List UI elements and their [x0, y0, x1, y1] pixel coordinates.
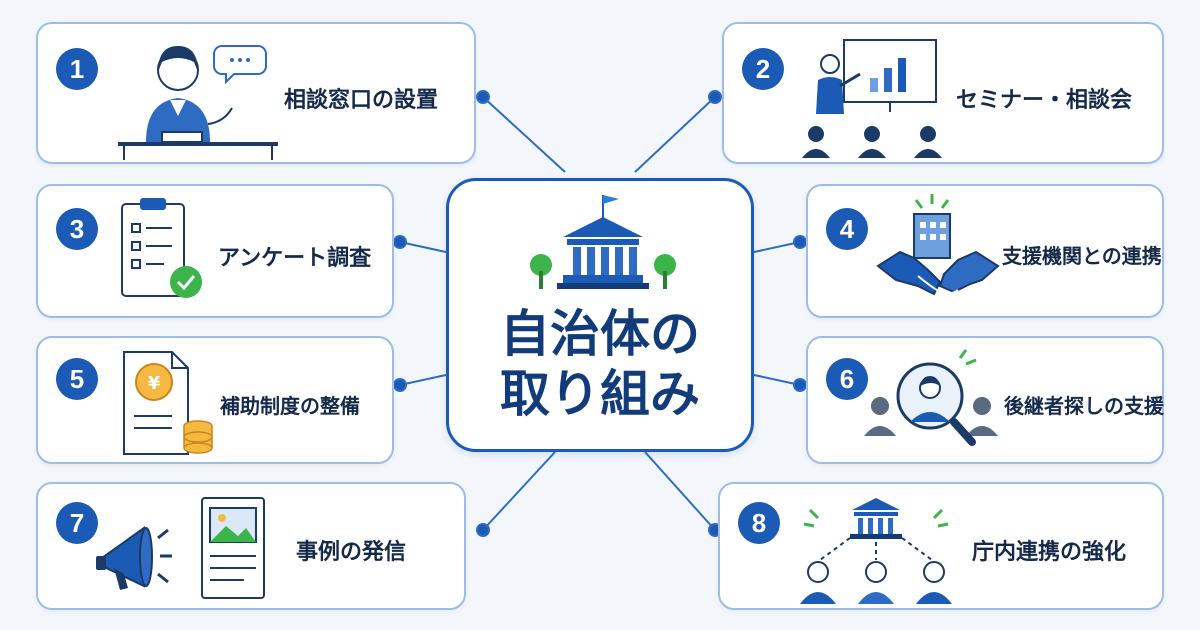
connector-3	[399, 241, 447, 253]
subsidy-document-icon: ¥	[123, 351, 213, 455]
connector-1	[482, 96, 566, 173]
card-case-publication: 7 事例の発信	[36, 482, 466, 610]
card-consultation-desk: 1 相談窓口の設置	[36, 22, 476, 164]
card-number-7: 7	[56, 502, 98, 544]
card-survey: 3 アンケート調査	[36, 184, 394, 318]
card-label-6: 後継者探しの支援	[1004, 394, 1164, 418]
card-number-2: 2	[742, 48, 784, 90]
svg-text:¥: ¥	[148, 373, 161, 394]
seminar-presentation-icon	[802, 39, 942, 158]
connector-dot-4	[793, 235, 807, 249]
survey-clipboard-icon	[121, 198, 202, 298]
card-number-5: 5	[56, 358, 98, 400]
city-hall-icon	[530, 195, 676, 289]
consultation-desk-icon	[118, 45, 278, 160]
connector-4	[753, 241, 801, 253]
card-label-1: 相談窓口の設置	[284, 88, 439, 113]
connector-dot-5	[393, 378, 407, 392]
connector-5	[399, 374, 447, 386]
connector-7	[482, 451, 556, 531]
megaphone-icon	[96, 526, 172, 590]
center-title-line1: 自治体の	[500, 305, 700, 363]
connector-dot-2	[708, 90, 722, 104]
card-successor-search: 6 後継者探しの支援	[806, 336, 1164, 464]
card-label-5: 補助制度の整備	[220, 394, 360, 418]
connector-2	[634, 96, 716, 173]
connector-6	[753, 374, 801, 386]
card-label-8: 庁内連携の強化	[972, 540, 1127, 565]
handshake-icon	[876, 194, 1000, 296]
case-document-icon	[201, 497, 265, 599]
connector-dot-3	[393, 235, 407, 249]
card-number-1: 1	[56, 48, 98, 90]
card-subsidy: 5 ¥ 補助制度の整備	[36, 336, 394, 464]
card-label-2: セミナー・相談会	[956, 88, 1133, 113]
center-title-line2: 取り組み	[500, 365, 700, 423]
card-number-6: 6	[826, 358, 868, 400]
card-label-3: アンケート調査	[218, 246, 372, 271]
connector-dot-6	[793, 378, 807, 392]
card-number-3: 3	[56, 208, 98, 250]
connector-8	[644, 451, 716, 531]
card-internal-cooperation: 8 庁内連携の強化	[718, 482, 1164, 610]
connector-dot-7	[476, 523, 490, 537]
successor-search-icon	[864, 349, 998, 446]
card-number-8: 8	[738, 502, 780, 544]
center-node: 自治体の 取り組み	[446, 178, 754, 452]
card-support-agencies: 4 支援機関との連携	[806, 184, 1164, 318]
connector-dot-1	[476, 90, 490, 104]
card-label-7: 事例の発信	[296, 540, 407, 565]
card-seminar: 2 セミナー・相談会	[722, 22, 1164, 164]
internal-cooperation-icon	[800, 498, 952, 604]
card-number-4: 4	[826, 208, 868, 250]
card-label-4: 支援機関との連携	[1002, 244, 1162, 268]
